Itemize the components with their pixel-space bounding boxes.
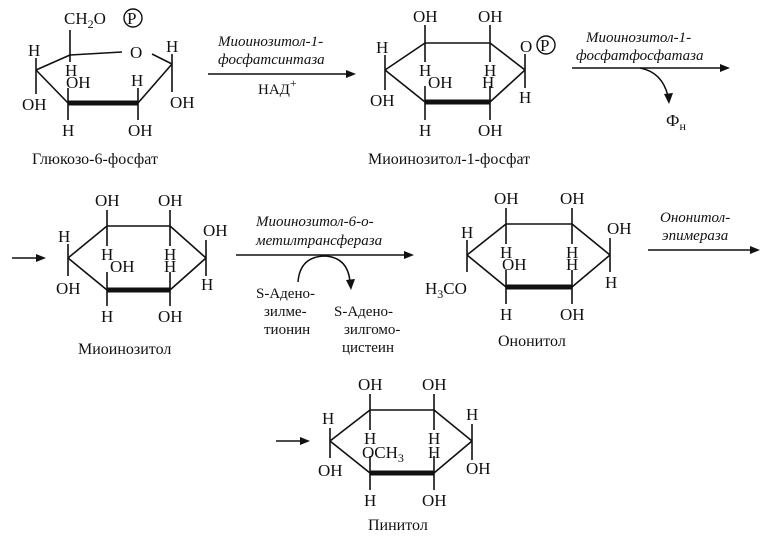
on-name: Ононитол bbox=[498, 333, 566, 350]
enzyme-2-line2: фосфатфосфатаза bbox=[576, 48, 703, 64]
mi-h-c6: H bbox=[101, 245, 113, 264]
sam-line1: S-Адено- bbox=[256, 286, 315, 302]
product-pi: Фн bbox=[666, 111, 686, 133]
on-methoxy: H3CO bbox=[425, 279, 467, 301]
g6p-oh-c1: OH bbox=[170, 93, 195, 112]
mi1p-h-c2: H bbox=[484, 61, 496, 80]
mi-h-bottom-left: H bbox=[101, 307, 113, 326]
mi1p-ring-oxygen: O bbox=[520, 37, 532, 56]
mi-h-right: H bbox=[201, 275, 213, 294]
g6p-oh-c4: OH bbox=[22, 95, 47, 114]
g6p-oh-c2: OH bbox=[128, 121, 153, 140]
on-oh-c5: OH bbox=[502, 255, 527, 274]
on-oh-bottom-right: OH bbox=[560, 305, 585, 324]
enzyme-1-line1: Миоинозитол-1- bbox=[217, 34, 323, 50]
g6p-phosphate-label: P bbox=[127, 9, 136, 28]
mi1p-h-c3: H bbox=[482, 73, 494, 92]
g6p-h-c4: H bbox=[28, 41, 40, 60]
pin-oh-right: OH bbox=[466, 459, 491, 478]
glucose-6-phosphate: CH2O P O H H H OH OH H H OH OH Глюкозо-6… bbox=[22, 8, 195, 168]
sah-line3: цистеин bbox=[342, 340, 394, 356]
mi1p-phosphate-label: P bbox=[540, 36, 549, 55]
enzyme-1-line2: фосфатсинтаза bbox=[218, 52, 325, 68]
on-h-bottom-left: H bbox=[500, 305, 512, 324]
pin-och3: OCH3 bbox=[362, 443, 404, 465]
on-h-left: H bbox=[461, 223, 473, 242]
myo-inositol-1-phosphate: OH OH H H H O P OH H OH H H OH Миоинозит… bbox=[368, 7, 556, 168]
mi1p-h-c6: H bbox=[419, 61, 431, 80]
reaction-arrow-3: Миоинозитол-6-о- метилтрансфераза S-Аден… bbox=[236, 214, 414, 356]
pin-oh-bottom-right: OH bbox=[422, 491, 447, 510]
g6p-h-c3: H bbox=[62, 121, 74, 140]
pin-name: Пинитол bbox=[368, 517, 428, 534]
pin-h-left: H bbox=[322, 409, 334, 428]
pin-h-bottom-left: H bbox=[364, 491, 376, 510]
mi1p-oh-c5: OH bbox=[428, 73, 453, 92]
mi1p-h-right: H bbox=[519, 88, 531, 107]
g6p-ch2o-label: CH2O bbox=[64, 9, 106, 31]
mi-h-c3: H bbox=[164, 257, 176, 276]
reaction-arrow-4: Ононитол- эпимераза bbox=[648, 210, 760, 254]
mi1p-oh-left: OH bbox=[370, 91, 395, 110]
pin-h-right-top: H bbox=[466, 405, 478, 424]
on-h-c2: H bbox=[566, 243, 578, 262]
mi1p-h-left: H bbox=[376, 38, 388, 57]
mi1p-name: Миоинозитол-1-фосфат bbox=[368, 151, 530, 168]
g6p-h-c5: H bbox=[65, 61, 77, 80]
mi-oh-right: OH bbox=[203, 221, 228, 240]
reaction-arrow-2: Миоинозитол-1- фосфатфосфатаза Фн bbox=[572, 30, 730, 133]
sam-line3: тионин bbox=[264, 322, 310, 338]
g6p-oh-c3: OH bbox=[66, 73, 91, 92]
mi-oh-bottom-right: OH bbox=[158, 307, 183, 326]
on-h-right: H bbox=[605, 273, 617, 292]
pin-h-c2: H bbox=[428, 429, 440, 448]
g6p-phosphate-circle bbox=[123, 8, 143, 28]
enzyme-2-line1: Миоинозитол-1- bbox=[585, 30, 691, 46]
myo-inositol: OH OH H H H OH OH H OH H H OH Миоинозито… bbox=[12, 191, 228, 358]
mi-oh-left: OH bbox=[56, 279, 81, 298]
mi-oh-top-right: OH bbox=[158, 191, 183, 210]
g6p-h-c2: H bbox=[131, 71, 143, 90]
sam-line2: зилме- bbox=[264, 304, 307, 320]
enzyme-4-line2: эпимераза bbox=[662, 228, 728, 244]
mi1p-phosphate-circle bbox=[536, 35, 556, 55]
mi-h-left: H bbox=[58, 227, 70, 246]
enzyme-4-line1: Ононитол- bbox=[660, 210, 730, 226]
ononitol: OH OH H H H OH OH H H3CO H H OH Ононитол bbox=[425, 189, 632, 350]
pin-h-c6: H bbox=[364, 429, 376, 448]
enzyme-3-line1: Миоинозитол-6-о- bbox=[255, 214, 374, 230]
pinitol: OH OH H H H H OCH3 H OH OH H OH Пинитол bbox=[276, 375, 491, 534]
mi-oh-top-left: OH bbox=[95, 191, 120, 210]
sah-line1: S-Адено- bbox=[334, 304, 393, 320]
mi1p-oh-top-right: OH bbox=[478, 7, 503, 26]
enzyme-3-line2: метилтрансфераза bbox=[255, 233, 382, 249]
mi1p-oh-bottom-right: OH bbox=[478, 121, 503, 140]
reaction-arrow-1: Миоинозитол-1- фосфатсинтаза НАД+ bbox=[208, 34, 356, 98]
mi1p-oh-top-left: OH bbox=[413, 7, 438, 26]
g6p-name: Глюкозо-6-фосфат bbox=[32, 151, 158, 168]
g6p-ring-oxygen: O bbox=[130, 43, 142, 62]
pin-oh-left: OH bbox=[318, 461, 343, 480]
cofactor-nad: НАД+ bbox=[258, 76, 297, 98]
sah-line2: зилгомо- bbox=[344, 322, 400, 338]
mi-h-c2: H bbox=[164, 245, 176, 264]
on-h-c6: H bbox=[500, 243, 512, 262]
on-h-c3: H bbox=[566, 255, 578, 274]
pin-oh-top-left: OH bbox=[358, 375, 383, 394]
on-oh-top-left: OH bbox=[494, 189, 519, 208]
mi-oh-c5: OH bbox=[110, 257, 135, 276]
pin-h-c3: H bbox=[428, 443, 440, 462]
on-oh-top-right: OH bbox=[560, 189, 585, 208]
mi1p-h-bottom-left: H bbox=[419, 121, 431, 140]
mi-name: Миоинозитол bbox=[78, 341, 171, 358]
pin-oh-top-right: OH bbox=[422, 375, 447, 394]
g6p-h-c1: H bbox=[166, 37, 178, 56]
on-oh-right: OH bbox=[607, 219, 632, 238]
